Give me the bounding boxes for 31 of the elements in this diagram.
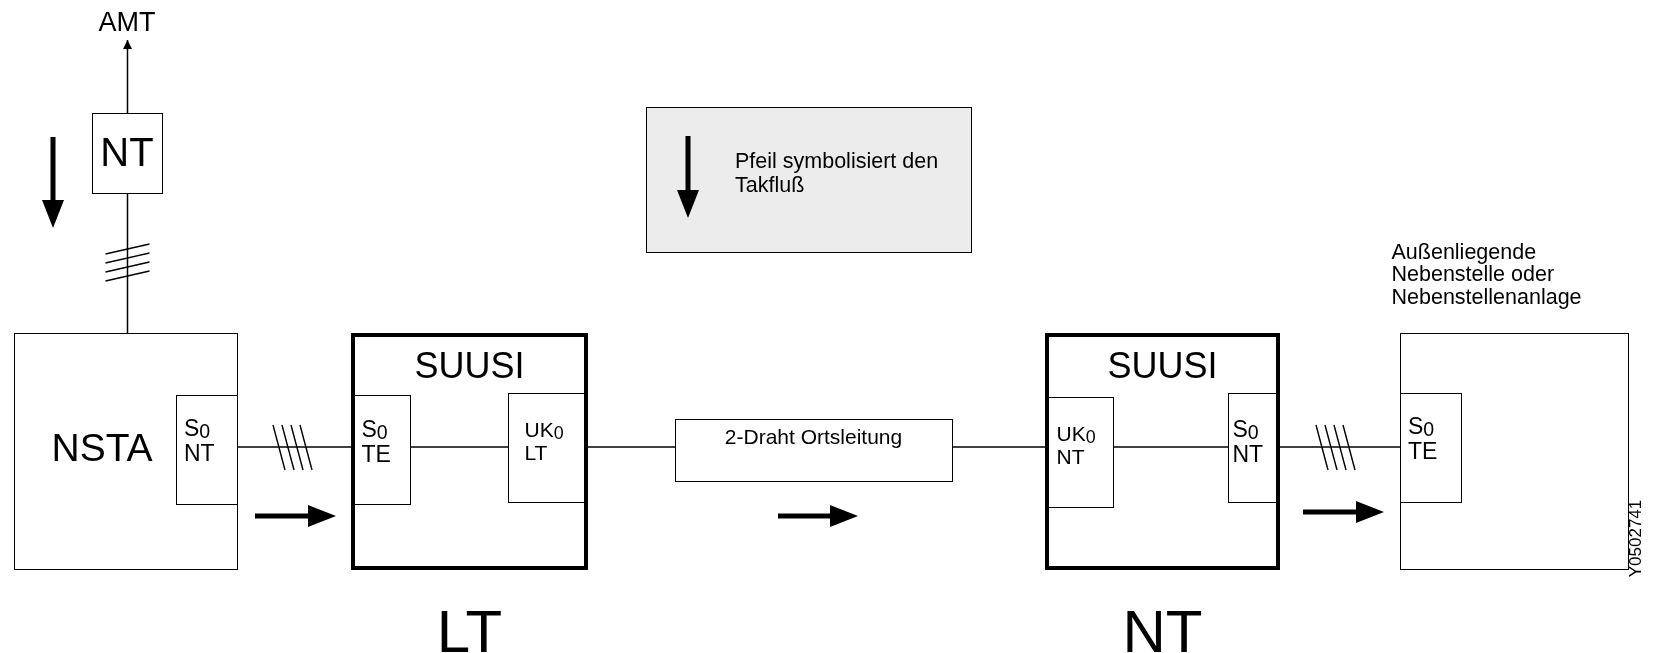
interface-box <box>175 394 238 505</box>
interface-box <box>1047 397 1114 508</box>
connector-line <box>587 446 676 448</box>
box-label: SUUSI <box>413 347 526 385</box>
box-label: S$_{0}$ TE <box>1408 414 1439 464</box>
box-label: 2-Draht Ortsleitung <box>723 425 904 448</box>
connector-line <box>1279 446 1401 448</box>
network-termination-box <box>92 113 163 194</box>
connector-line <box>410 446 509 448</box>
box-label: S$_{0}$ NT <box>184 416 216 466</box>
connector-line <box>123 39 132 114</box>
connector-line <box>952 446 1048 448</box>
interface-box <box>353 395 411 505</box>
system-box <box>14 333 238 570</box>
box-label: S$_{0}$ NT <box>1232 416 1265 467</box>
box-label: Außenliegende Nebenstelle oder Nebenstellenanlage <box>1391 240 1583 309</box>
box-label: UK$_{0}$ NT <box>1056 422 1097 469</box>
unit-caption: LT <box>435 602 504 653</box>
figure-number: Y0502741 <box>1626 498 1644 580</box>
interface-box <box>1399 392 1462 503</box>
box-label: UK$_{0}$ LT <box>524 418 565 465</box>
box-label: NT <box>99 130 155 173</box>
terminal-label: AMT <box>97 8 157 37</box>
connector-line <box>1113 446 1229 448</box>
box-label: S$_{0}$ TE <box>361 416 392 467</box>
box-label: SUUSI <box>1106 347 1219 385</box>
connector-line <box>237 446 354 448</box>
unit-caption: NT <box>1121 602 1204 653</box>
legend-text: Pfeil symbolisiert den Takfluß <box>735 150 940 198</box>
box-label: NSTA <box>51 427 154 469</box>
connector-line <box>126 193 129 334</box>
